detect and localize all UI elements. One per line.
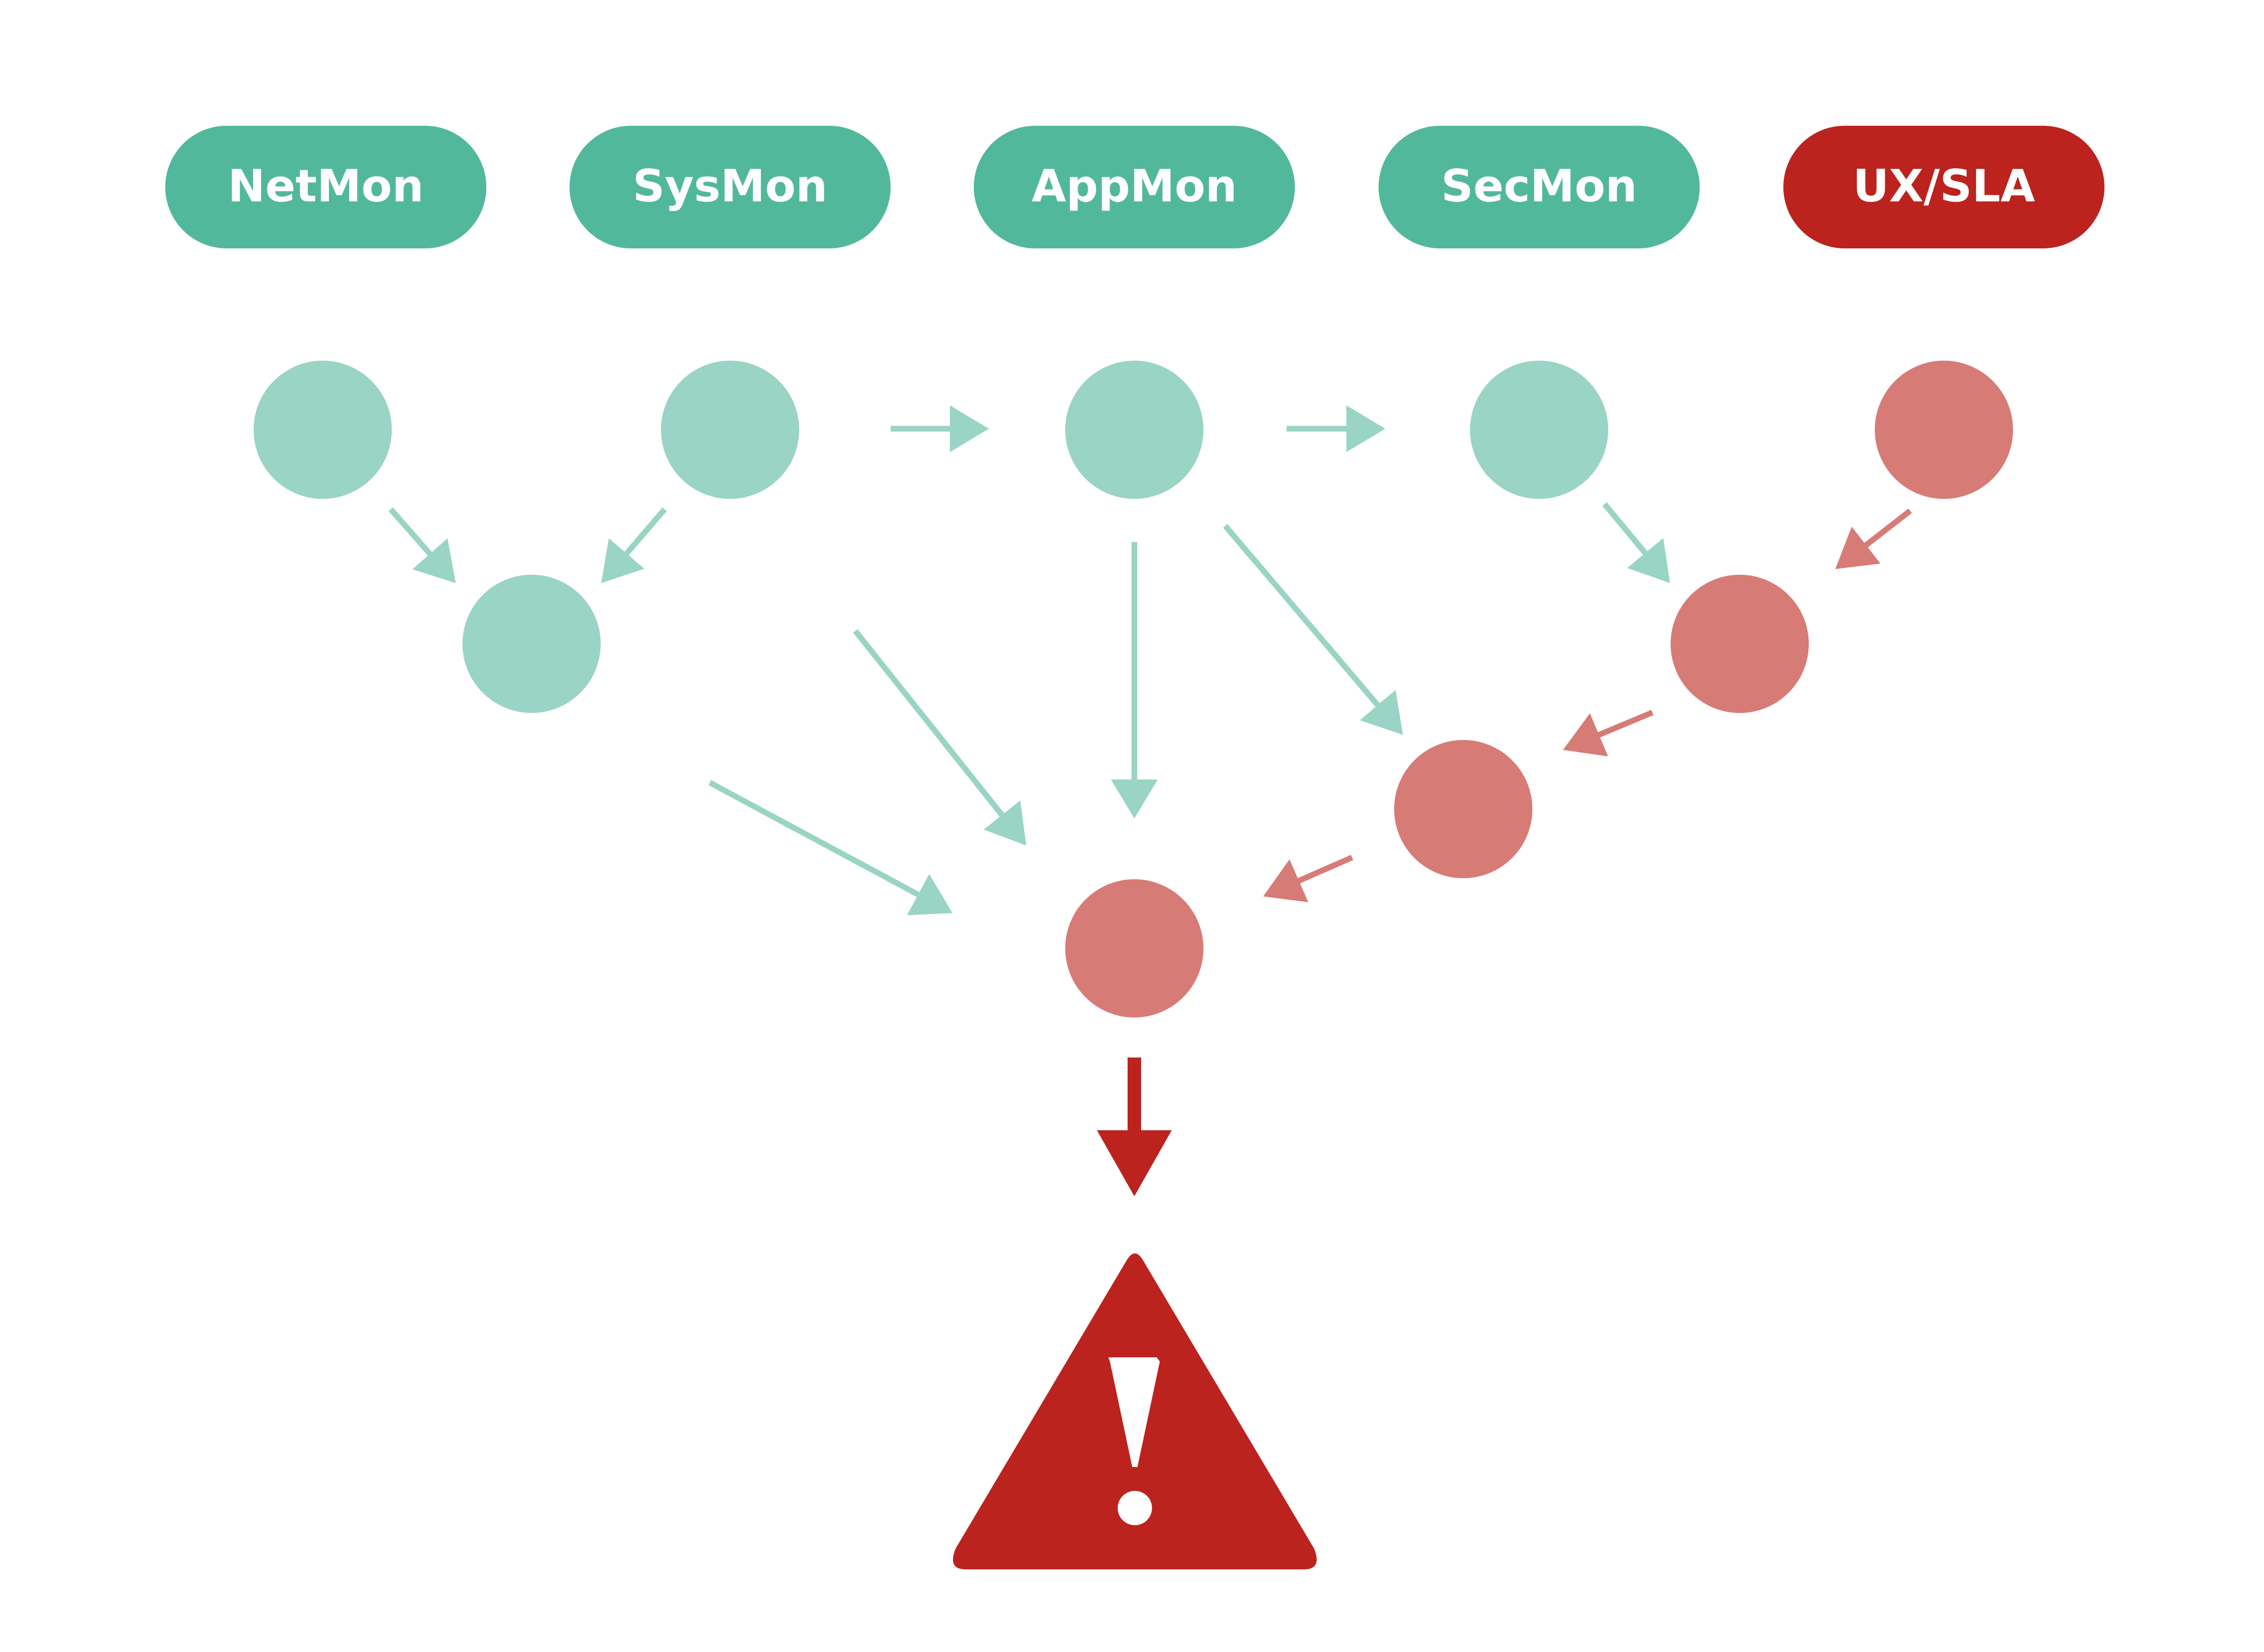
node-n8[interactable]	[1394, 740, 1532, 878]
edge-arrowhead	[1097, 1130, 1172, 1196]
monitor-pill-background	[1783, 126, 2104, 248]
monitor-pill-label: UX/SLA	[1853, 160, 2035, 212]
edge-shaft	[388, 507, 433, 557]
node-n3[interactable]	[1065, 361, 1203, 499]
edge-arrowhead	[1346, 405, 1385, 452]
edge-arrow-n6-to-n9	[708, 780, 952, 916]
edge-shaft	[1602, 502, 1648, 556]
monitor-pills: NetMon SysMon AppMon SecMon UX/SLA	[165, 126, 2104, 248]
node-n5[interactable]	[1875, 361, 2013, 499]
edge-arrow-n4-to-n7	[1602, 502, 1670, 583]
edge-arrow-n7-to-n8	[1563, 709, 1654, 757]
edge-arrowhead	[1563, 713, 1608, 757]
monitor-pill-sysmon[interactable]: SysMon	[570, 126, 891, 248]
edge-arrowhead	[1835, 526, 1881, 569]
edge-arrow-n5-to-n7	[1835, 508, 1912, 569]
edges-layer	[388, 405, 1912, 1196]
edge-arrowhead	[907, 874, 952, 916]
edge-arrowhead	[412, 538, 456, 583]
warning-exclamation-bar	[1108, 1357, 1160, 1467]
monitor-pill-background	[570, 126, 891, 248]
edge-shaft	[853, 629, 1005, 818]
monitor-pill-label: NetMon	[228, 160, 423, 212]
node-n7[interactable]	[1671, 575, 1809, 713]
edge-arrowhead	[1360, 690, 1403, 735]
edge-shaft	[708, 780, 921, 898]
edge-shaft	[1223, 524, 1381, 708]
edge-arrowhead	[1627, 538, 1670, 583]
monitor-pill-netmon[interactable]: NetMon	[165, 126, 486, 248]
nodes-layer	[254, 361, 2013, 1017]
edge-shaft	[1296, 854, 1354, 884]
monitor-pill-label: AppMon	[1031, 160, 1237, 212]
edge-shaft	[624, 507, 667, 557]
monitor-pill-background	[1379, 126, 1700, 248]
edge-shaft	[1597, 709, 1654, 738]
edge-arrow-n3-to-n8	[1223, 524, 1403, 735]
edge-arrow-n8-to-n9	[1263, 854, 1354, 903]
edge-arrowhead	[1263, 859, 1308, 903]
edge-arrow-n3-to-n9	[1111, 542, 1158, 818]
node-n6[interactable]	[462, 575, 601, 713]
monitor-pill-background	[165, 126, 486, 248]
monitor-pill-label: SysMon	[632, 160, 827, 212]
edge-shaft	[1863, 508, 1912, 548]
edge-arrowhead	[950, 405, 989, 452]
node-n9[interactable]	[1065, 879, 1203, 1017]
monitor-pill-secmon[interactable]: SecMon	[1379, 126, 1700, 248]
edge-arrowhead	[601, 538, 645, 583]
node-n1[interactable]	[254, 361, 392, 499]
edge-arrow-n9-to-alert	[1097, 1058, 1172, 1196]
node-n4[interactable]	[1470, 361, 1608, 499]
edge-arrow-n2-to-n3	[891, 405, 989, 452]
edge-arrowhead	[984, 800, 1026, 845]
edge-arrow-n2-to-n6	[601, 507, 667, 583]
edge-arrow-n3-to-n4	[1287, 405, 1385, 452]
warning-icon[interactable]	[952, 1253, 1317, 1569]
edge-arrow-n1-to-n6	[388, 507, 456, 583]
edge-arrow-n2-to-n9	[853, 629, 1026, 845]
monitor-pill-label: SecMon	[1441, 160, 1637, 212]
monitor-pill-uxsla[interactable]: UX/SLA	[1783, 126, 2104, 248]
edge-arrowhead	[1111, 779, 1158, 818]
monitor-pill-background	[974, 126, 1295, 248]
monitor-pill-appmon[interactable]: AppMon	[974, 126, 1295, 248]
node-n2[interactable]	[661, 361, 799, 499]
warning-exclamation-dot	[1118, 1491, 1152, 1525]
